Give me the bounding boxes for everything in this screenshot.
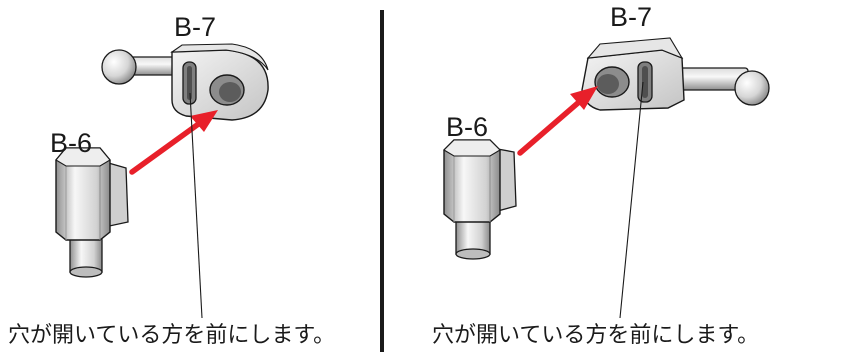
right-leader-line xyxy=(619,81,644,319)
panel-divider xyxy=(380,10,384,352)
right-caption: 穴が開いている方を前にします。 xyxy=(432,323,759,348)
right-b7-part xyxy=(581,37,770,111)
left-b7-part xyxy=(101,43,269,121)
left-b6-part xyxy=(55,147,129,278)
left-b7-label: B-7 xyxy=(174,12,216,42)
right-panel: B-7 B-6 穴が開いている方を前にします。 xyxy=(432,2,770,348)
right-b6-label: B-6 xyxy=(446,112,488,142)
right-b7-label: B-7 xyxy=(610,2,652,32)
left-leader-line xyxy=(189,92,203,319)
right-b6-part xyxy=(443,139,517,260)
left-b6-label: B-6 xyxy=(50,128,92,158)
left-insertion-arrow xyxy=(129,110,218,175)
left-panel: B-7 B-6 穴が開いている方を前にします。 xyxy=(8,12,335,348)
right-insertion-arrow xyxy=(517,86,598,156)
left-caption: 穴が開いている方を前にします。 xyxy=(8,323,335,348)
